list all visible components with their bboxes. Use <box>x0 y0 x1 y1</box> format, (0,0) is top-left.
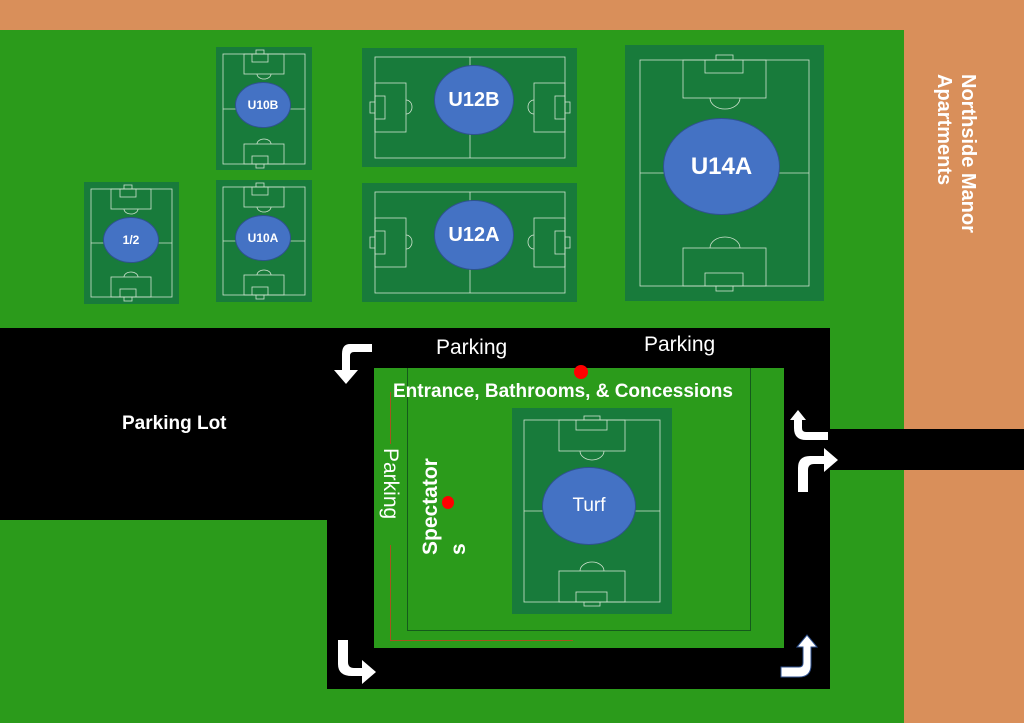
northside-manor-line2: Apartments <box>933 74 955 186</box>
northern-boundary <box>0 0 1024 30</box>
access-road-east <box>828 429 1024 470</box>
field-u10a[interactable]: U10A <box>216 180 312 302</box>
spectators-line1: Spectator <box>419 458 442 555</box>
northside-manor-apartments-area <box>904 0 1024 723</box>
field-u12a-label: U12A <box>434 200 514 270</box>
parking-side-label: Parking <box>379 448 402 520</box>
spectators-marker[interactable] <box>442 496 454 509</box>
turn-down-right-arrow-icon <box>338 640 376 684</box>
field-u12b[interactable]: U12B <box>362 48 577 167</box>
parking-lot <box>0 328 330 520</box>
field-u10a-label: U10A <box>235 215 291 261</box>
turn-left-down-arrow-icon <box>334 344 372 384</box>
field-turf-label: Turf <box>542 467 636 545</box>
field-u12a[interactable]: U12A <box>362 183 577 302</box>
parking-top-right-label: Parking <box>644 333 716 356</box>
entrance-marker[interactable] <box>574 365 588 379</box>
spectator-fence <box>407 368 751 631</box>
parking-boundary-line-bottom <box>390 640 573 641</box>
parking-boundary-line-lower <box>390 545 391 641</box>
field-half-label: 1/2 <box>103 217 159 263</box>
pitch-markings <box>639 54 810 292</box>
field-u10b-label: U10B <box>235 82 291 128</box>
entrance-label: Entrance, Bathrooms, & Concessions <box>393 381 733 402</box>
parking-top-left-label: Parking <box>436 336 508 359</box>
field-turf[interactable]: Turf <box>512 408 672 614</box>
turn-up-left-arrow-icon <box>790 410 828 440</box>
field-half[interactable]: 1/2 <box>84 182 179 304</box>
northside-manor-line1: Northside Manor <box>957 74 979 233</box>
turn-right-arrow-icon <box>798 448 838 492</box>
turn-up-arrow-icon <box>780 634 819 678</box>
field-u14a-label: U14A <box>663 118 780 215</box>
northside-manor-label: Northside Manor Apartments <box>930 74 980 274</box>
parking-lot-label: Parking Lot <box>122 413 227 434</box>
field-u12b-label: U12B <box>434 65 514 135</box>
parking-boundary-line-upper <box>390 392 391 444</box>
field-u10b[interactable]: U10B <box>216 47 312 170</box>
pitch-markings <box>369 56 571 159</box>
field-u14a[interactable]: U14A <box>625 45 824 301</box>
